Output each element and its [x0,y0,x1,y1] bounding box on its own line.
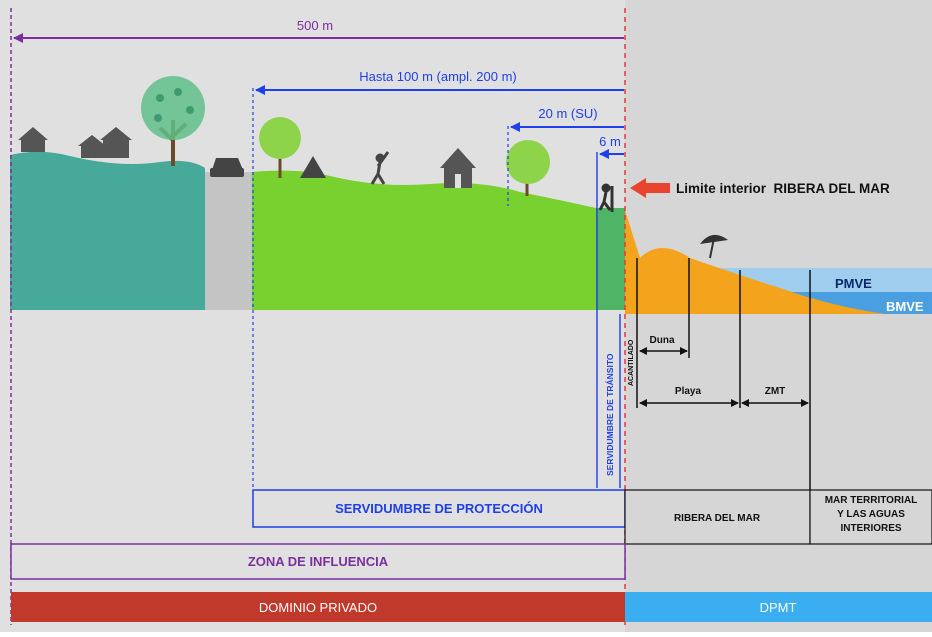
limit-label: Limite interior RIBERA DEL MAR [676,181,890,196]
dpmt-bar [625,592,932,622]
private-land [10,151,205,310]
dominio-privado-label: DOMINIO PRIVADO [259,600,377,615]
dpmt-label: DPMT [760,600,797,615]
background-left [0,0,625,632]
tree-icon [259,117,301,178]
road [205,172,252,310]
playa-label: Playa [675,386,702,397]
ribera-label: RIBERA DEL MAR [674,513,761,524]
tree-icon [141,76,205,166]
green-land [252,170,596,310]
label-500m: 500 m [297,18,333,33]
house-icon [78,127,132,158]
mar-label-line3: INTERIORES [840,523,901,534]
golfer-icon [370,151,390,185]
duna-label: Duna [650,335,675,346]
dominio-privado-bar [11,592,625,622]
tent-icon [300,156,326,178]
car-icon [210,158,244,177]
acantilado-label: ACANTILADO [628,339,635,386]
influencia-label: ZONA DE INFLUENCIA [248,554,389,569]
beach [625,210,885,314]
zmt-label: ZMT [765,386,786,397]
mar-label-line1: MAR TERRITORIAL [825,495,918,506]
limit-arrow-icon [630,178,670,198]
servidumbre-transito-label: SERVIDUMBRE DE TRÁNSITO [605,353,615,476]
umbrella-icon [700,234,728,259]
influencia-box [10,543,626,580]
hut-icon [440,148,476,188]
transit-strip [596,208,625,310]
proteccion-label: SERVIDUMBRE DE PROTECCIÓN [335,501,543,516]
label-6m: 6 m [599,134,621,149]
mar-territorial-box [809,489,932,545]
mar-label-line2: Y LAS AGUAS [837,509,905,520]
hiker-icon [598,183,614,212]
bmve-label: BMVE [886,299,924,314]
tree-icon [506,140,550,196]
pmve-label: PMVE [835,276,872,291]
label-100m: Hasta 100 m (ampl. 200 m) [359,69,517,84]
label-20m: 20 m (SU) [538,106,597,121]
house-icon [18,127,48,152]
